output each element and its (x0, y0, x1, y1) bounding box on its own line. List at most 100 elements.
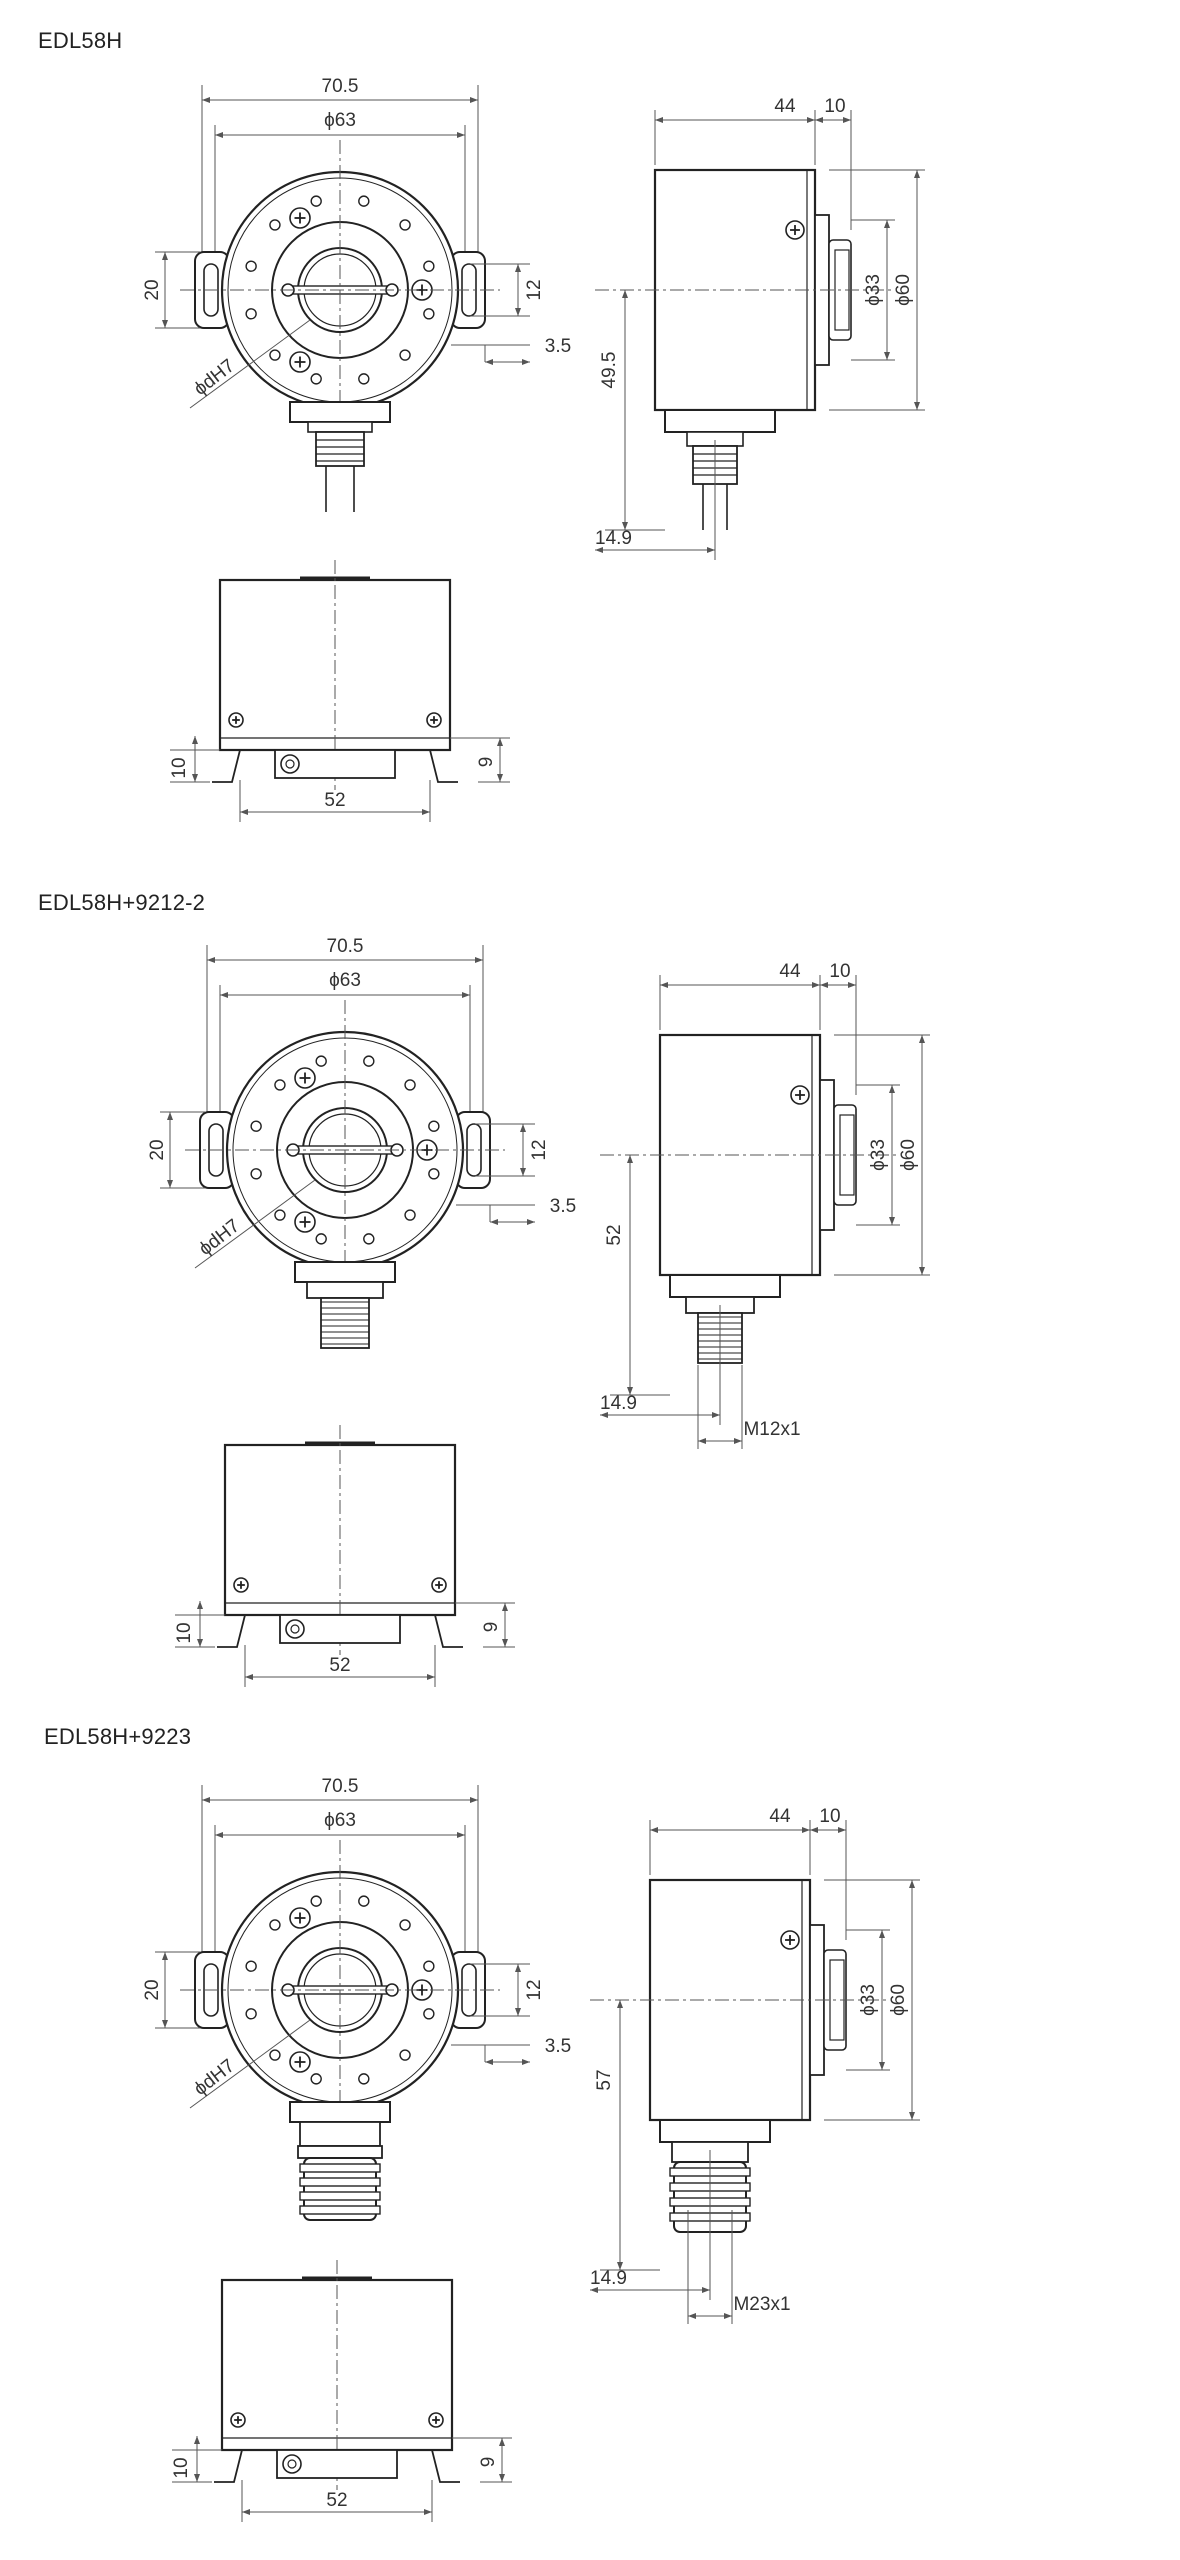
dim-base-label: 52 (326, 2490, 347, 2511)
dim-depth-label: 44 (774, 96, 796, 117)
bolt-hole (404, 1079, 416, 1091)
bolt-hole (269, 219, 281, 231)
bolt-hole (428, 1120, 440, 1132)
bottom-view: 52 10 9 (169, 560, 510, 822)
m12-connector (320, 1297, 370, 1349)
bolt-hole (399, 219, 411, 231)
dim-height-label: 49.5 (599, 352, 620, 389)
bolt-hole (245, 308, 257, 320)
side-view: 44 10 ϕ33 ϕ60 49.5 14.9 (595, 96, 925, 560)
dim-depth-label: 44 (779, 961, 801, 982)
dim-height-label: 57 (594, 2069, 615, 2090)
bolt-hole (310, 195, 322, 207)
bolt-hole (404, 1209, 416, 1221)
dim-offset-label: 14.9 (590, 2268, 627, 2289)
dim-slot-width-label: 12 (524, 1979, 545, 2000)
dim-outer-dia-label: ϕ60 (888, 1984, 909, 2016)
bolt-hole (274, 1209, 286, 1221)
dim-slot-width-label: 12 (524, 279, 545, 300)
bolt-hole (363, 1055, 375, 1067)
dim-depth-label: 44 (769, 1806, 791, 1827)
bolt-hole (423, 1960, 435, 1972)
ground-screw (280, 754, 300, 774)
dim-ear-offset-label: 3.5 (545, 2036, 571, 2057)
bolt-hole (363, 1233, 375, 1245)
dim-outer-dia-label: ϕ60 (893, 274, 914, 306)
dim-ear-offset-label: 3.5 (550, 1196, 576, 1217)
dim-width-label: 70.5 (322, 1776, 359, 1797)
dim-right-h-label: 9 (481, 1622, 502, 1633)
dim-slot-height-label: 20 (142, 279, 163, 300)
bolt-hole (399, 1919, 411, 1931)
bolt-hole (315, 1233, 327, 1245)
connector-base (294, 1261, 396, 1283)
bolt-hole (245, 260, 257, 272)
dim-left-h-label: 10 (169, 757, 190, 778)
bolt-hole (315, 1055, 327, 1067)
bolt-hole (399, 2049, 411, 2061)
bolt-hole (310, 1895, 322, 1907)
bolt-hole (250, 1120, 262, 1132)
bolt-hole (358, 2073, 370, 2085)
dim-right-h-label: 9 (476, 757, 497, 768)
dim-connector-label: M23x1 (733, 2294, 790, 2315)
dim-inner-dia-label: ϕ33 (858, 1984, 879, 2016)
bolt-hole (250, 1168, 262, 1180)
dim-flange-label: 10 (819, 1806, 840, 1827)
bolt-hole (310, 2073, 322, 2085)
dim-flange-label: 10 (829, 961, 850, 982)
bolt-hole (245, 1960, 257, 1972)
bolt-hole (428, 1168, 440, 1180)
side-connector-base (669, 1274, 781, 1298)
bolt-hole (399, 349, 411, 361)
dim-offset-label: 14.9 (600, 1393, 637, 1414)
bolt-hole (245, 2008, 257, 2020)
dim-outer-dia-label: ϕ60 (898, 1139, 919, 1171)
dim-height-label: 52 (604, 1224, 625, 1245)
dim-ear-offset-label: 3.5 (545, 336, 571, 357)
connector-base (289, 401, 391, 423)
bottom-view: 52 10 9 (171, 2260, 512, 2522)
section-title-2: EDL58H+9212-2 (38, 890, 206, 915)
bolt-hole (358, 1895, 370, 1907)
bolt-hole (269, 349, 281, 361)
dim-width-label: 70.5 (322, 76, 359, 97)
bolt-hole (423, 2008, 435, 2020)
side-connector-base (664, 409, 776, 433)
bolt-hole (358, 373, 370, 385)
dim-diameter-label: ϕ63 (324, 1810, 356, 1831)
dim-width-label: 70.5 (327, 936, 364, 957)
section-title-3: EDL58H+9223 (44, 1724, 192, 1749)
dim-base-label: 52 (324, 790, 345, 811)
connector-base (289, 2101, 391, 2123)
section-title-1: EDL58H (38, 28, 123, 53)
dim-inner-dia-label: ϕ33 (863, 274, 884, 306)
ground-screw (282, 2454, 302, 2474)
dim-slot-width-label: 12 (529, 1139, 550, 1160)
dim-right-h-label: 9 (478, 2457, 499, 2468)
dim-base-label: 52 (329, 1655, 350, 1676)
bolt-hole (423, 308, 435, 320)
dim-offset-label: 14.9 (595, 528, 632, 549)
bolt-hole (269, 1919, 281, 1931)
dim-flange-label: 10 (824, 96, 845, 117)
ground-screw (285, 1619, 305, 1639)
dim-inner-dia-label: ϕ33 (868, 1139, 889, 1171)
dim-diameter-label: ϕ63 (324, 110, 356, 131)
dim-left-h-label: 10 (171, 2457, 192, 2478)
dim-slot-height-label: 20 (147, 1139, 168, 1160)
bolt-hole (269, 2049, 281, 2061)
dim-diameter-label: ϕ63 (329, 970, 361, 991)
bolt-hole (423, 260, 435, 272)
dim-slot-height-label: 20 (142, 1979, 163, 2000)
bolt-hole (358, 195, 370, 207)
m23-connector (303, 2157, 377, 2221)
dim-connector-label: M12x1 (743, 1419, 800, 1440)
